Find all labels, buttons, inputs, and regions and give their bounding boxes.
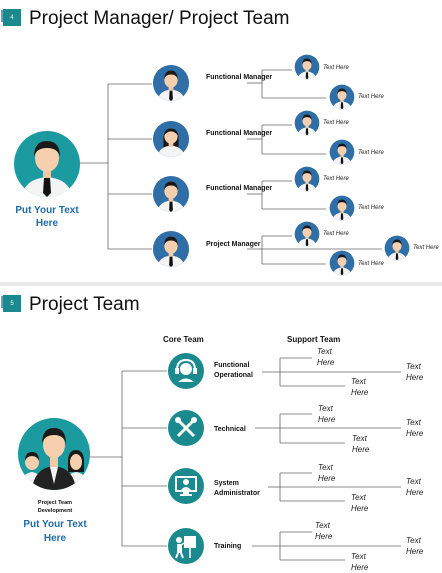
manager-label: Functional Manager <box>206 74 273 81</box>
manager-avatar <box>152 230 190 268</box>
team-member-avatar <box>384 235 410 261</box>
slide-title: Project Manager/ Project Team <box>29 8 290 29</box>
team-label: Training <box>214 543 242 550</box>
member-text: Text Here <box>323 65 349 71</box>
support-text: Text Here <box>351 377 369 397</box>
member-text: Text Here <box>358 261 384 267</box>
connector-lines <box>90 357 401 561</box>
support-text: Text Here <box>318 463 336 483</box>
manager-label: Functional Manager <box>206 130 273 137</box>
member-text: Text Here <box>323 176 349 182</box>
team-member-avatar <box>294 166 320 192</box>
core-team-header: Core Team <box>163 335 204 344</box>
support-team-header: Support Team <box>287 335 341 344</box>
support-text: Text Here <box>315 521 333 541</box>
slide-number-badge: 5 <box>3 295 21 312</box>
outer-text: Text Here <box>406 536 424 556</box>
team-member-avatar <box>294 110 320 136</box>
team-label: Functional Operational <box>214 362 253 379</box>
slide-project-manager: 4 Project Manager/ Project Team <box>0 0 442 282</box>
root-manager-avatar <box>14 131 80 197</box>
team-member-avatar <box>294 54 320 80</box>
member-text: Text Here <box>358 205 384 211</box>
outer-text: Text Here <box>406 418 424 438</box>
member-text: Text Here <box>358 94 384 100</box>
member-text: Text Here <box>323 120 349 126</box>
slide-divider <box>0 282 442 286</box>
slide-title: Project Team <box>29 294 140 315</box>
tools-icon <box>168 410 204 446</box>
manager-avatar <box>152 64 190 102</box>
team-group-avatar <box>18 418 90 490</box>
root-caption: Put Your Text Here <box>23 519 87 544</box>
team-member-avatar <box>329 139 355 165</box>
slide-number-badge: 4 <box>3 9 21 26</box>
root-caption-small: Project Team Development <box>37 500 73 514</box>
member-text: Text Here <box>413 245 439 251</box>
outer-text: Text Here <box>406 362 424 382</box>
team-member-avatar <box>329 195 355 221</box>
support-text: Text Here <box>352 434 370 454</box>
member-text: Text Here <box>323 231 349 237</box>
manager-avatar <box>152 175 190 213</box>
support-text: Text Here <box>351 493 369 513</box>
monitor-user-icon <box>168 468 204 504</box>
support-text: Text Here <box>351 552 369 572</box>
outer-text: Text Here <box>406 477 424 497</box>
support-text: Text Here <box>317 347 335 367</box>
team-member-avatar <box>329 84 355 110</box>
team-member-avatar <box>294 221 320 247</box>
team-label: System Administrator <box>214 480 260 497</box>
slide-project-team: 5 Project Team Core Team Support Team <box>0 286 442 572</box>
manager-label: Functional Manager <box>206 185 273 192</box>
presentation-icon <box>168 528 204 564</box>
team-member-avatar <box>329 250 355 276</box>
support-text: Text Here <box>318 404 336 424</box>
headset-icon <box>168 353 204 389</box>
manager-avatar <box>152 120 190 158</box>
root-caption: Put Your Text Here <box>15 205 79 229</box>
team-label: Technical <box>214 426 246 433</box>
manager-label: Project Manager <box>206 241 261 248</box>
member-text: Text Here <box>358 150 384 156</box>
connector-lines <box>80 69 382 265</box>
